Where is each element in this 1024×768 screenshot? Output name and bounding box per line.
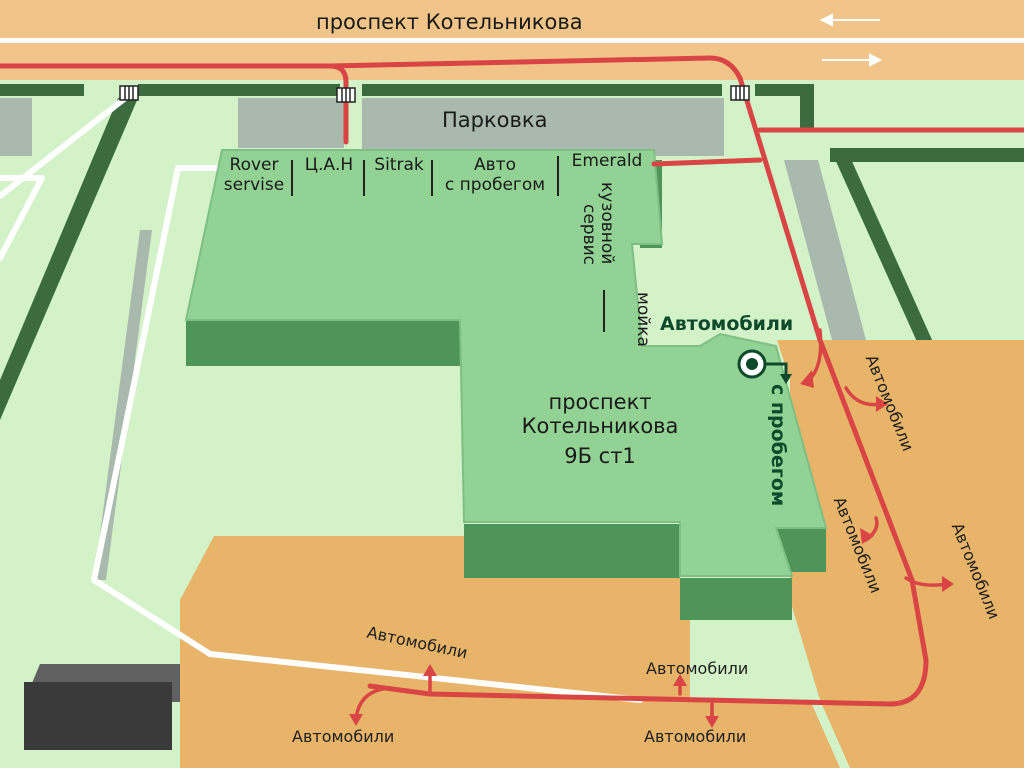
car-wash-label[interactable]: мойка bbox=[633, 292, 653, 347]
body-service-label[interactable]: кузовной bbox=[597, 182, 617, 265]
annex-building bbox=[24, 664, 180, 750]
tenant-name: Rover bbox=[229, 155, 279, 175]
paths bbox=[0, 93, 643, 703]
tenant-name: Авто bbox=[474, 155, 516, 175]
gate-icon bbox=[730, 85, 750, 101]
gate-icon bbox=[119, 85, 139, 101]
used-cars-title[interactable]: Автомобили bbox=[660, 313, 794, 335]
used-cars-subtitle[interactable]: с пробегом bbox=[767, 384, 789, 507]
zone-label-5: Автомобили bbox=[646, 659, 749, 678]
direction-left-arrow bbox=[819, 13, 880, 27]
building-roof bbox=[184, 149, 828, 577]
parking-label: Парковка bbox=[442, 108, 548, 132]
tenant-name: Emerald bbox=[571, 151, 643, 171]
address-line: проспект bbox=[548, 390, 652, 414]
address-line: 9Б ст1 bbox=[564, 444, 636, 469]
body-service-label-2: сервис bbox=[579, 204, 599, 266]
direction-right-arrow bbox=[822, 53, 883, 67]
street-label: проспект Котельникова bbox=[316, 10, 583, 34]
address-line: Котельникова bbox=[521, 414, 679, 439]
zone-label-6: Автомобили bbox=[292, 727, 395, 746]
building-address: проспект Котельникова 9Б ст1 bbox=[500, 390, 700, 468]
tenant-name: Sitrak bbox=[374, 155, 424, 175]
gate-icon bbox=[336, 87, 356, 103]
car-routes bbox=[0, 55, 1024, 707]
parking-strips bbox=[0, 98, 866, 580]
entrance-marker-icon bbox=[737, 349, 792, 384]
tenant-name: Ц.А.Н bbox=[304, 155, 354, 175]
road-divider bbox=[0, 38, 1024, 43]
tenant-name-2: с пробегом bbox=[444, 174, 546, 195]
tenant-used-cars[interactable]: Авто с пробегом bbox=[432, 155, 558, 195]
tenant-tsan[interactable]: Ц.А.Н bbox=[294, 155, 364, 176]
tenant-emerald[interactable]: Emerald bbox=[560, 151, 654, 172]
tenant-dividers bbox=[291, 156, 605, 332]
gate-icons bbox=[119, 85, 750, 103]
zone-label-7: Автомобили bbox=[644, 727, 747, 746]
tenant-rover[interactable]: Rover servise bbox=[218, 155, 290, 195]
route-arrowheads bbox=[349, 370, 954, 728]
tenant-sitrak[interactable]: Sitrak bbox=[366, 155, 432, 176]
tenant-name-2: servise bbox=[223, 174, 285, 195]
